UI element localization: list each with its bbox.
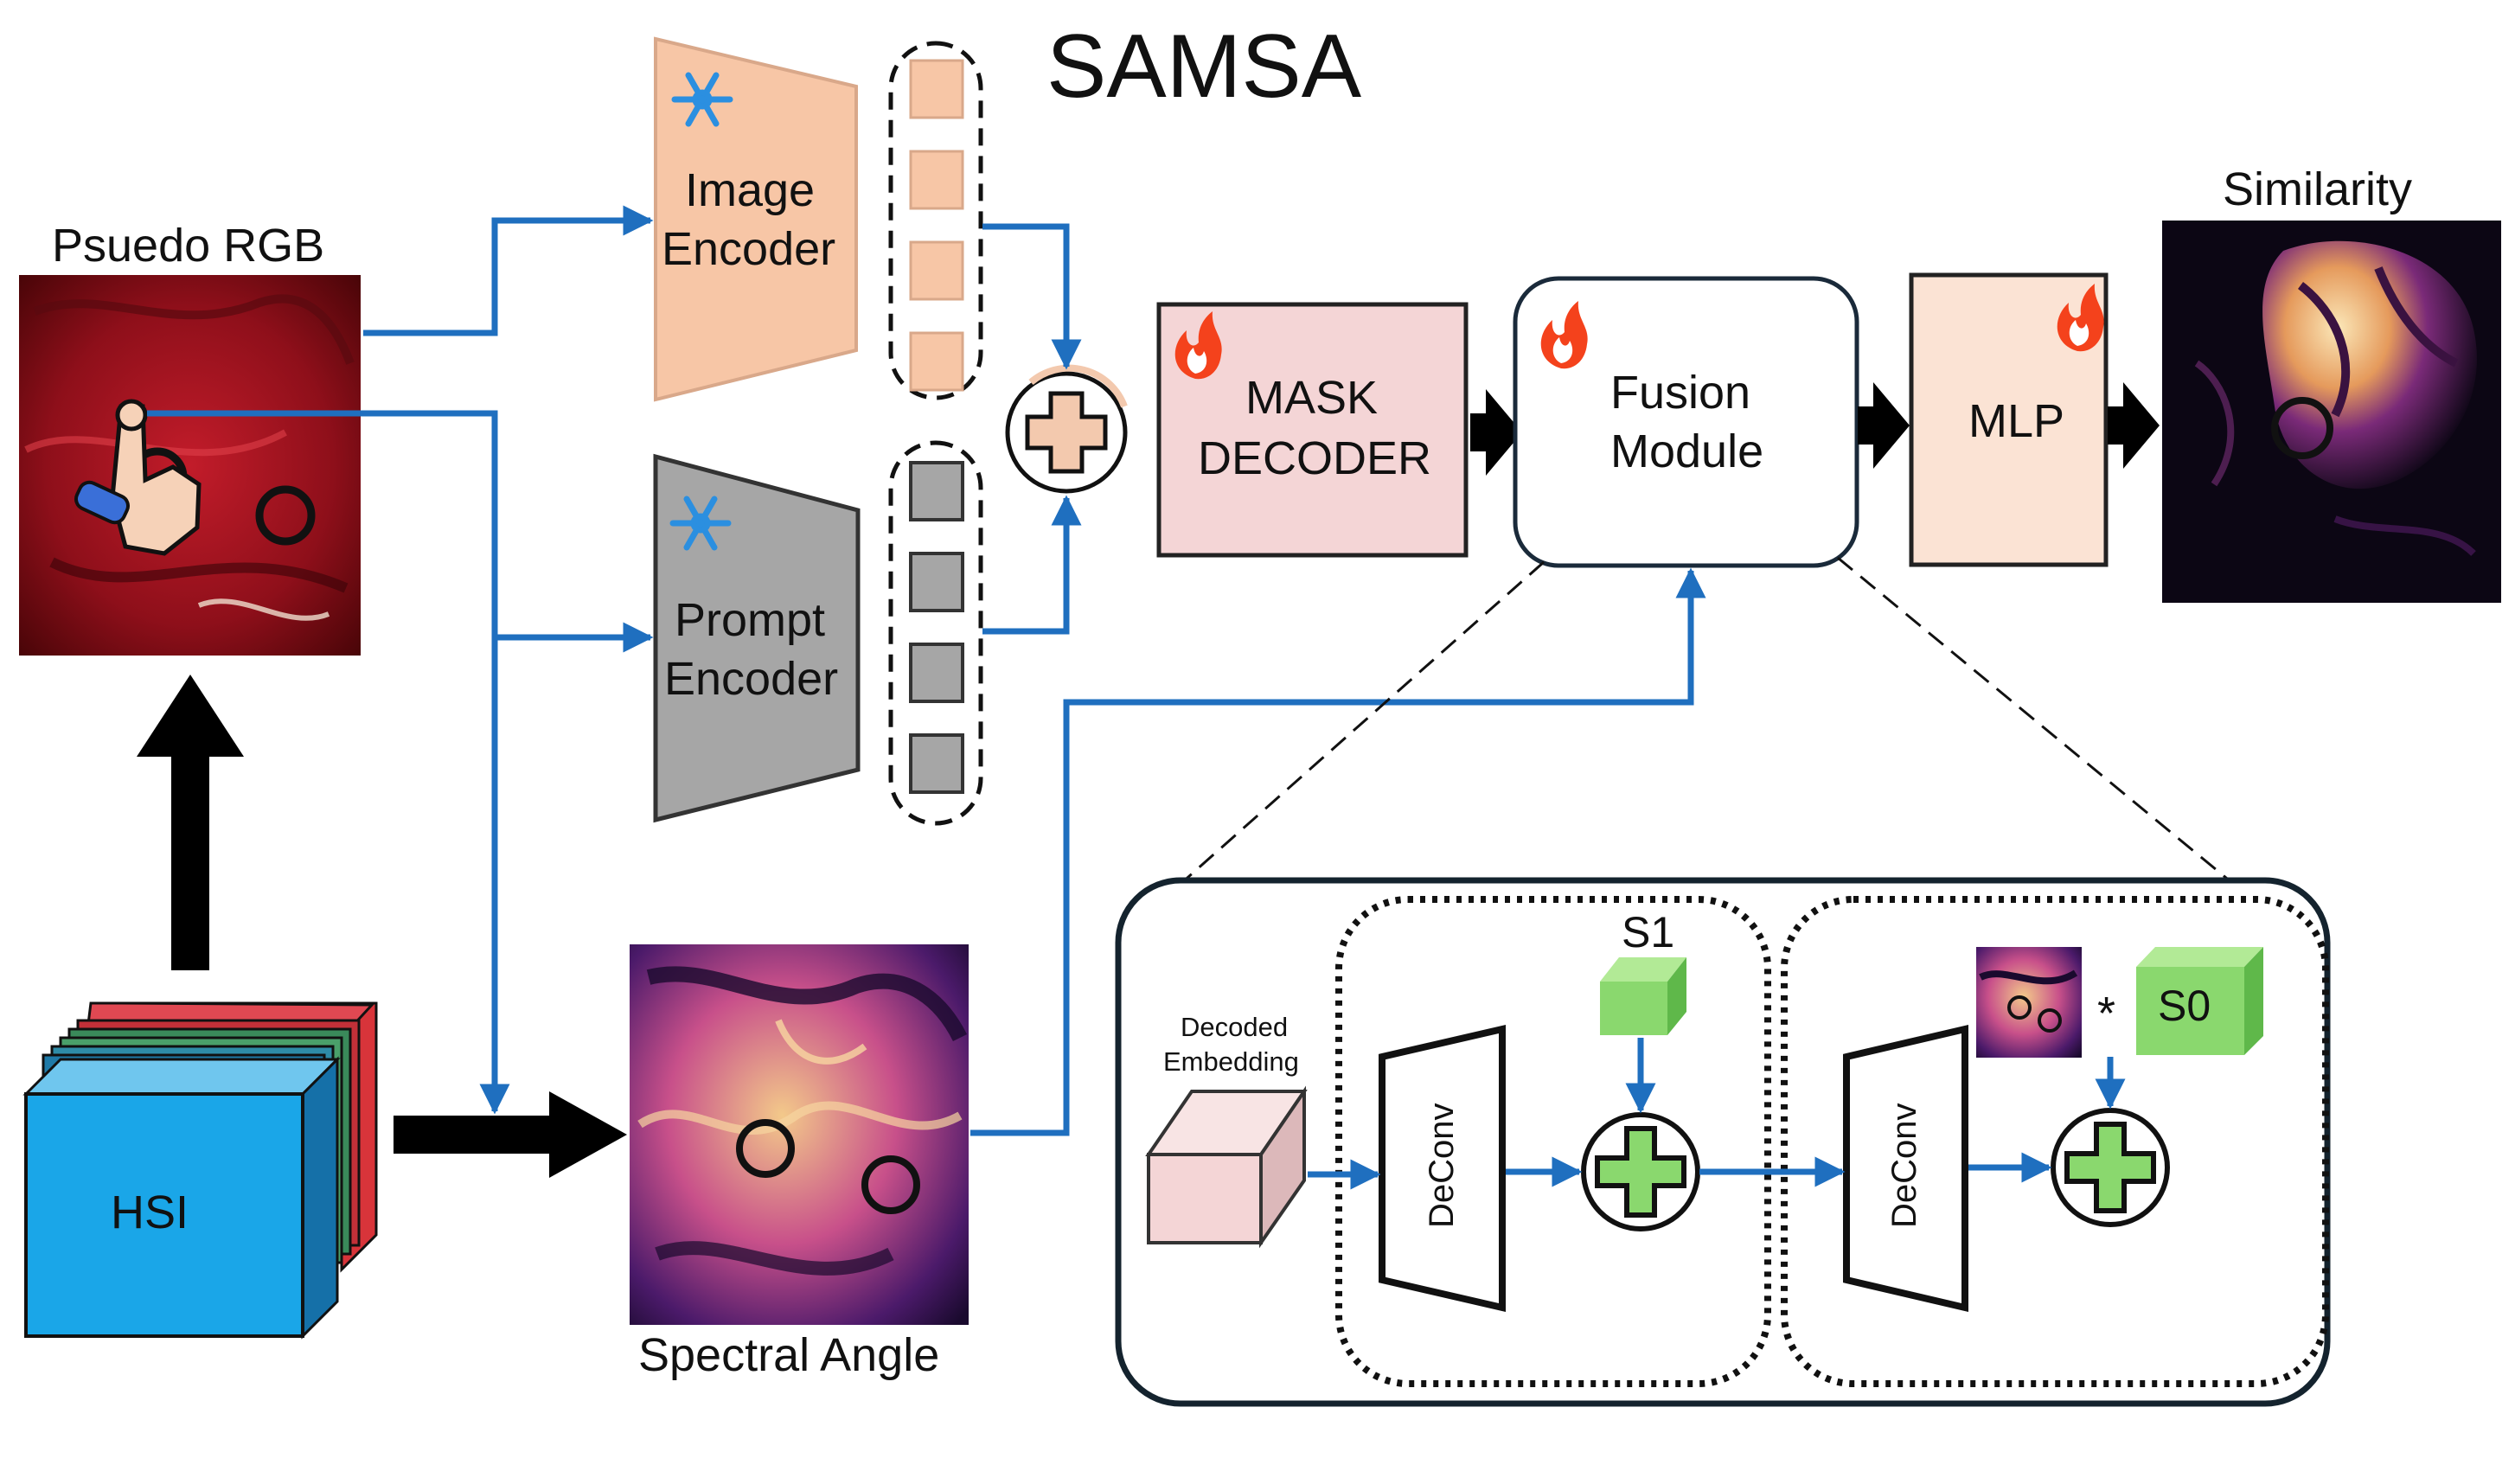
s0-label: S0: [2158, 982, 2211, 1030]
deconv-label-2: DeConv: [1885, 1103, 1923, 1228]
flame-icon: [1540, 301, 1588, 369]
similarity-label: Similarity: [2223, 163, 2412, 215]
s1-label: S1: [1622, 908, 1674, 956]
decoded-embedding-label-line1: Decoded: [1181, 1012, 1288, 1042]
fusion-module-label-line2: Module: [1610, 425, 1763, 477]
s0-stage-group: [1781, 896, 2329, 1387]
image-token: [909, 150, 964, 210]
deconv-block-1: [1379, 1024, 1506, 1313]
image-token: [909, 331, 964, 392]
prompt-encoder-label-line1: Prompt: [675, 594, 825, 646]
spectral-angle-image: [630, 944, 969, 1325]
fusion-to-mlp-arrow: [1858, 382, 1910, 469]
decoded-embedding-label-line2: Embedding: [1163, 1046, 1299, 1077]
prompt-token: [909, 643, 964, 703]
prompt-token: [909, 733, 964, 794]
hsi-to-spectral-arrow: [394, 1091, 627, 1178]
multiply-symbol: *: [2097, 988, 2115, 1039]
add-node-s1: [1581, 1112, 1700, 1231]
decoded-embedding-cube: [1145, 1085, 1308, 1249]
spectral-angle-thumbnail: [1976, 947, 2082, 1058]
prompt-encoder-block: [653, 453, 861, 823]
pseudo-rgb-label: Psuedo RGB: [52, 220, 324, 272]
fusion-module-block: [1513, 276, 1859, 568]
hsi-cube-stack: [22, 1001, 378, 1340]
blue-connectors: [147, 205, 1706, 1136]
mlp-to-similarity-arrow: [2108, 382, 2160, 469]
pseudo-rgb-image: [19, 275, 361, 656]
hsi-label: HSI: [111, 1187, 189, 1238]
s1-scale-cube: [1600, 957, 1686, 1035]
s1-stage-group: [1335, 896, 1771, 1387]
mask-decoder-label-line1: MASK: [1245, 372, 1378, 424]
decoder-to-fusion-arrow: [1470, 389, 1522, 476]
snowflake-icon: [671, 72, 733, 127]
snowflake-icon: [669, 496, 732, 551]
add-node-s0: [2051, 1108, 2170, 1227]
fusion-module-label-line1: Fusion: [1610, 367, 1750, 419]
spectral-angle-label: Spectral Angle: [638, 1329, 939, 1381]
flame-icon: [2057, 284, 2104, 352]
similarity-map: [2162, 221, 2501, 603]
flame-icon: [1174, 311, 1222, 380]
detail-blue-connectors: [1308, 1038, 2126, 1190]
image-encoder-block: [654, 36, 858, 402]
prompt-token: [909, 461, 964, 521]
add-node: [1005, 364, 1128, 494]
zoom-lines: [1180, 556, 2232, 886]
hsi-to-rgb-arrow: [137, 675, 244, 970]
mask-decoder-label-line2: DECODER: [1198, 432, 1431, 484]
mlp-label: MLP: [1968, 395, 2064, 447]
pointing-hand-icon: [74, 399, 202, 556]
deconv-block-2: [1843, 1024, 1968, 1313]
image-encoder-label-line2: Encoder: [662, 223, 835, 275]
deconv-label-1: DeConv: [1423, 1103, 1461, 1228]
s0-scale-cube: [2136, 947, 2263, 1055]
diagram-title: SAMSA: [1046, 16, 1362, 117]
image-token: [909, 59, 964, 119]
prompt-embedding-group: [888, 440, 983, 826]
prompt-encoder-label-line2: Encoder: [664, 653, 838, 705]
image-token: [909, 240, 964, 301]
image-encoder-label-line1: Image: [685, 164, 815, 216]
prompt-token: [909, 552, 964, 612]
image-embedding-group: [888, 41, 983, 400]
